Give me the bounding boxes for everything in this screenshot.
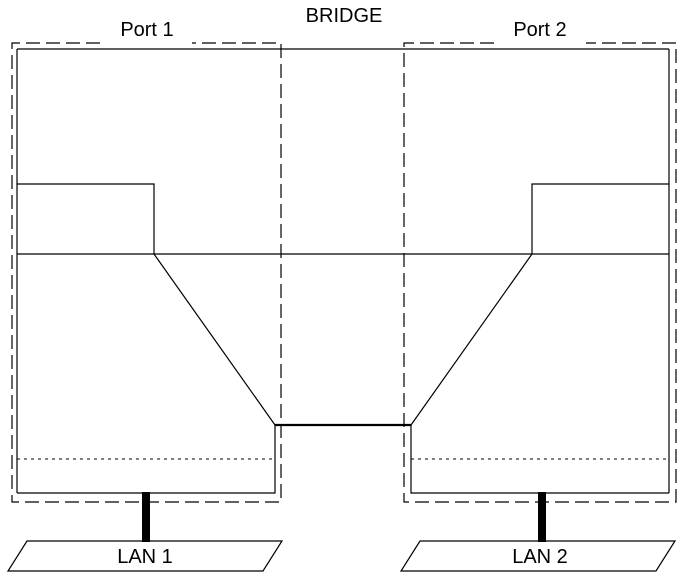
lan-2-cable	[538, 492, 546, 542]
lan-2-segment	[399, 540, 677, 572]
bridge-title: BRIDGE	[306, 5, 383, 27]
port-2-label: Port 2	[513, 19, 566, 41]
port-1-label: Port 1	[120, 19, 173, 41]
lan-1-cable	[142, 492, 150, 542]
lan-1-segment	[6, 540, 284, 572]
lan-1-label: LAN 1	[117, 546, 173, 568]
port-1-boundary	[11, 42, 282, 503]
outer-frame	[16, 48, 670, 493]
port-2-boundary	[403, 42, 677, 503]
bridge-profile	[17, 183, 669, 494]
lan-2-label: LAN 2	[512, 546, 568, 568]
